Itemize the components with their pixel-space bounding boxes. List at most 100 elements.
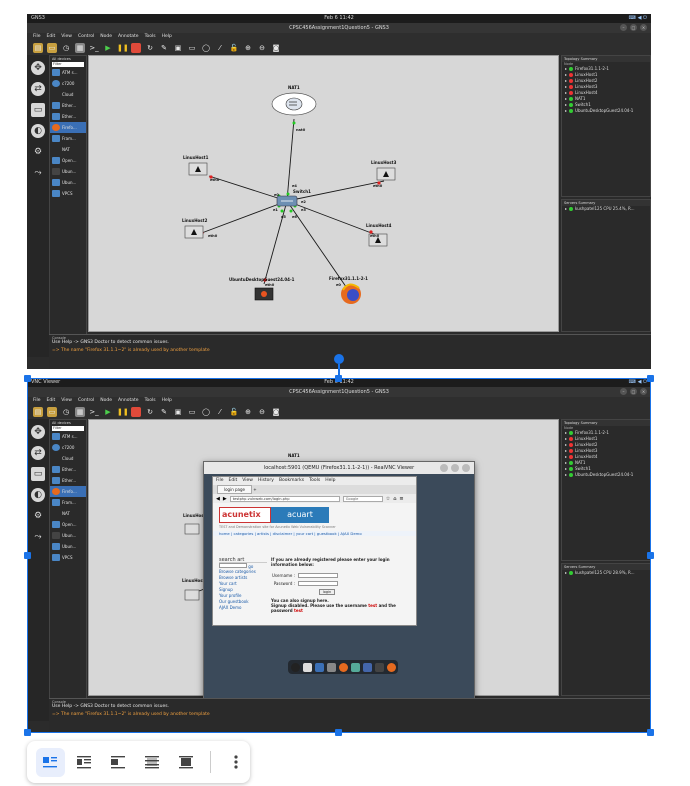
menu-view[interactable]: View — [61, 34, 72, 39]
menu-annotate[interactable]: Annotate — [117, 34, 139, 39]
vnc-maximize-icon[interactable] — [451, 464, 459, 472]
topology-item[interactable]: ▸UbuntuDesktopGuest24.04-1 — [565, 108, 634, 113]
security-icon[interactable]: ◐ — [31, 124, 45, 138]
menu-annotate[interactable]: Annotate — [117, 398, 139, 403]
ff-menu-file[interactable]: File — [216, 478, 224, 483]
dock-app-icon[interactable] — [314, 662, 324, 672]
device-item[interactable]: Cloud — [50, 89, 86, 100]
line-icon[interactable]: ⁄ — [219, 408, 221, 416]
device-item[interactable]: Open... — [50, 519, 86, 530]
ff-menu-bookmarks[interactable]: Bookmarks — [278, 478, 305, 483]
resize-handle-left[interactable] — [24, 552, 31, 559]
break-text-button[interactable] — [104, 748, 133, 777]
behind-text-button[interactable] — [137, 748, 166, 777]
menu-help[interactable]: Help — [161, 34, 172, 39]
zoom-out-icon[interactable]: ⊖ — [259, 44, 265, 52]
clock-icon[interactable]: ◷ — [62, 44, 70, 52]
dock-app-icon[interactable] — [326, 662, 336, 672]
device-item[interactable]: Fram... — [50, 133, 86, 144]
ff-menu-tools[interactable]: Tools — [309, 478, 321, 483]
device-item[interactable]: ATM s... — [50, 431, 86, 442]
device-item[interactable]: Ubun... — [50, 530, 86, 541]
resize-handle-bottom-left[interactable] — [24, 729, 31, 736]
device-item[interactable]: c7200 — [50, 442, 86, 453]
snapshot-icon[interactable]: ▦ — [75, 43, 85, 53]
login-button[interactable]: login — [319, 589, 335, 595]
wrap-text-button[interactable] — [70, 748, 99, 777]
ellipse-icon[interactable]: ◯ — [202, 44, 210, 52]
menu-control[interactable]: Control — [77, 34, 95, 39]
menu-tools[interactable]: Tools — [144, 34, 156, 39]
topology-item[interactable]: ▸Switch1 — [565, 102, 591, 107]
sidebar-link[interactable]: Browse categories — [219, 569, 256, 574]
os-status-icons[interactable]: ⌨ ◀ ⏻ — [628, 15, 647, 21]
topology-item[interactable]: ▸NAT1 — [565, 96, 586, 101]
menu-file[interactable]: File — [33, 398, 41, 403]
device-item[interactable]: Cloud — [50, 453, 86, 464]
sidebar-link[interactable]: Your cart — [219, 581, 237, 586]
topology-item[interactable]: ▸LinuxHost2 — [565, 442, 598, 447]
rectangle-icon[interactable]: ▭ — [188, 44, 196, 52]
url-input[interactable]: testphp.vulnweb.com/login.php — [229, 495, 340, 502]
all-devices-icon[interactable]: ⚙ — [33, 511, 43, 521]
device-item[interactable]: NAT — [50, 508, 86, 519]
server-item[interactable]: ▸kushpatel125 CPU 25.4%, R... — [565, 206, 635, 211]
bookmark-star-icon[interactable]: ☆ — [385, 495, 391, 502]
open-project-icon[interactable]: ▭ — [47, 407, 57, 417]
new-project-icon[interactable]: ▤ — [33, 407, 43, 417]
minimize-icon[interactable]: – — [620, 388, 627, 395]
browser-tab[interactable]: login page + — [213, 485, 416, 494]
topology-item[interactable]: ▸Switch1 — [565, 466, 591, 471]
console-icon[interactable]: >_ — [89, 44, 99, 52]
device-item[interactable]: Ether... — [50, 100, 86, 111]
ff-menu-history[interactable]: History — [257, 478, 274, 483]
device-item[interactable]: VPCS — [50, 188, 86, 199]
os-status-icons[interactable]: ⌨ ◀ ⏻ — [628, 379, 647, 385]
rectangle-icon[interactable]: ▭ — [188, 408, 196, 416]
sidebar-link[interactable]: Your profile — [219, 593, 242, 598]
vnc-close-icon[interactable] — [462, 464, 470, 472]
menu-edit[interactable]: Edit — [46, 34, 56, 39]
vnc-minimize-icon[interactable] — [440, 464, 448, 472]
sidebar-link[interactable]: AJAX Demo — [219, 605, 242, 610]
signup-link[interactable]: You can also signup here. — [271, 598, 329, 603]
clock-icon[interactable]: ◷ — [62, 408, 70, 416]
device-item[interactable]: Fram... — [50, 497, 86, 508]
sidebar-link[interactable]: Our guestbook — [219, 599, 249, 604]
image-icon[interactable]: ▣ — [174, 408, 182, 416]
note-icon[interactable]: ✎ — [161, 408, 167, 416]
ff-menu-edit[interactable]: Edit — [228, 478, 238, 483]
menu-view[interactable]: View — [61, 398, 72, 403]
menu-help[interactable]: Help — [161, 398, 172, 403]
filter-input[interactable]: Filter — [52, 426, 84, 431]
forward-icon[interactable]: ▶ — [222, 495, 227, 502]
device-item[interactable]: Ubun... — [50, 541, 86, 552]
maximize-icon[interactable]: □ — [630, 24, 637, 31]
switch-type-icon[interactable]: ⇄ — [31, 446, 45, 460]
menu-icon[interactable]: ≡ — [399, 495, 404, 502]
menu-edit[interactable]: Edit — [46, 398, 56, 403]
add-link-icon[interactable]: ⤳ — [34, 532, 42, 542]
device-item[interactable]: Firefo... — [50, 486, 86, 497]
console-panel[interactable]: Console Use Help -> GNS3 Doctor to detec… — [49, 334, 651, 369]
image-icon[interactable]: ▣ — [174, 44, 182, 52]
gns3-screenshot-bottom[interactable]: VNC Viewer Feb 6 11:42 ⌨ ◀ ⏻ CPSC456Assi… — [27, 378, 651, 733]
device-item[interactable]: c7200 — [50, 78, 86, 89]
topology-item[interactable]: ▸LinuxHost1 — [565, 436, 598, 441]
topology-canvas[interactable]: NAT1 nat0 Switch1 e4 e0 e1 e2 e3 e5 e6 L… — [88, 55, 559, 332]
reload-icon[interactable]: ↻ — [147, 44, 153, 52]
menu-node[interactable]: Node — [100, 398, 112, 403]
site-nav[interactable]: home | categories | artists | disclaimer… — [213, 531, 416, 536]
vnc-viewer-window[interactable]: localhost:5901 (QEMU (Firefox31.1.1-2-1)… — [203, 461, 475, 699]
device-item[interactable]: Firefo... — [50, 122, 86, 133]
close-icon[interactable]: × — [640, 388, 647, 395]
open-project-icon[interactable]: ▭ — [47, 43, 57, 53]
menu-file[interactable]: File — [33, 34, 41, 39]
all-devices-icon[interactable]: ⚙ — [33, 147, 43, 157]
line-icon[interactable]: ⁄ — [219, 44, 221, 52]
gns3-screenshot-top[interactable]: GNS3 Feb 6 11:42 ⌨ ◀ ⏻ CPSC456Assignment… — [27, 14, 651, 369]
switch-type-icon[interactable]: ⇄ — [31, 82, 45, 96]
search-input[interactable]: Google — [342, 495, 383, 502]
lock-icon[interactable]: 🔓 — [229, 44, 239, 52]
maximize-icon[interactable]: □ — [630, 388, 637, 395]
